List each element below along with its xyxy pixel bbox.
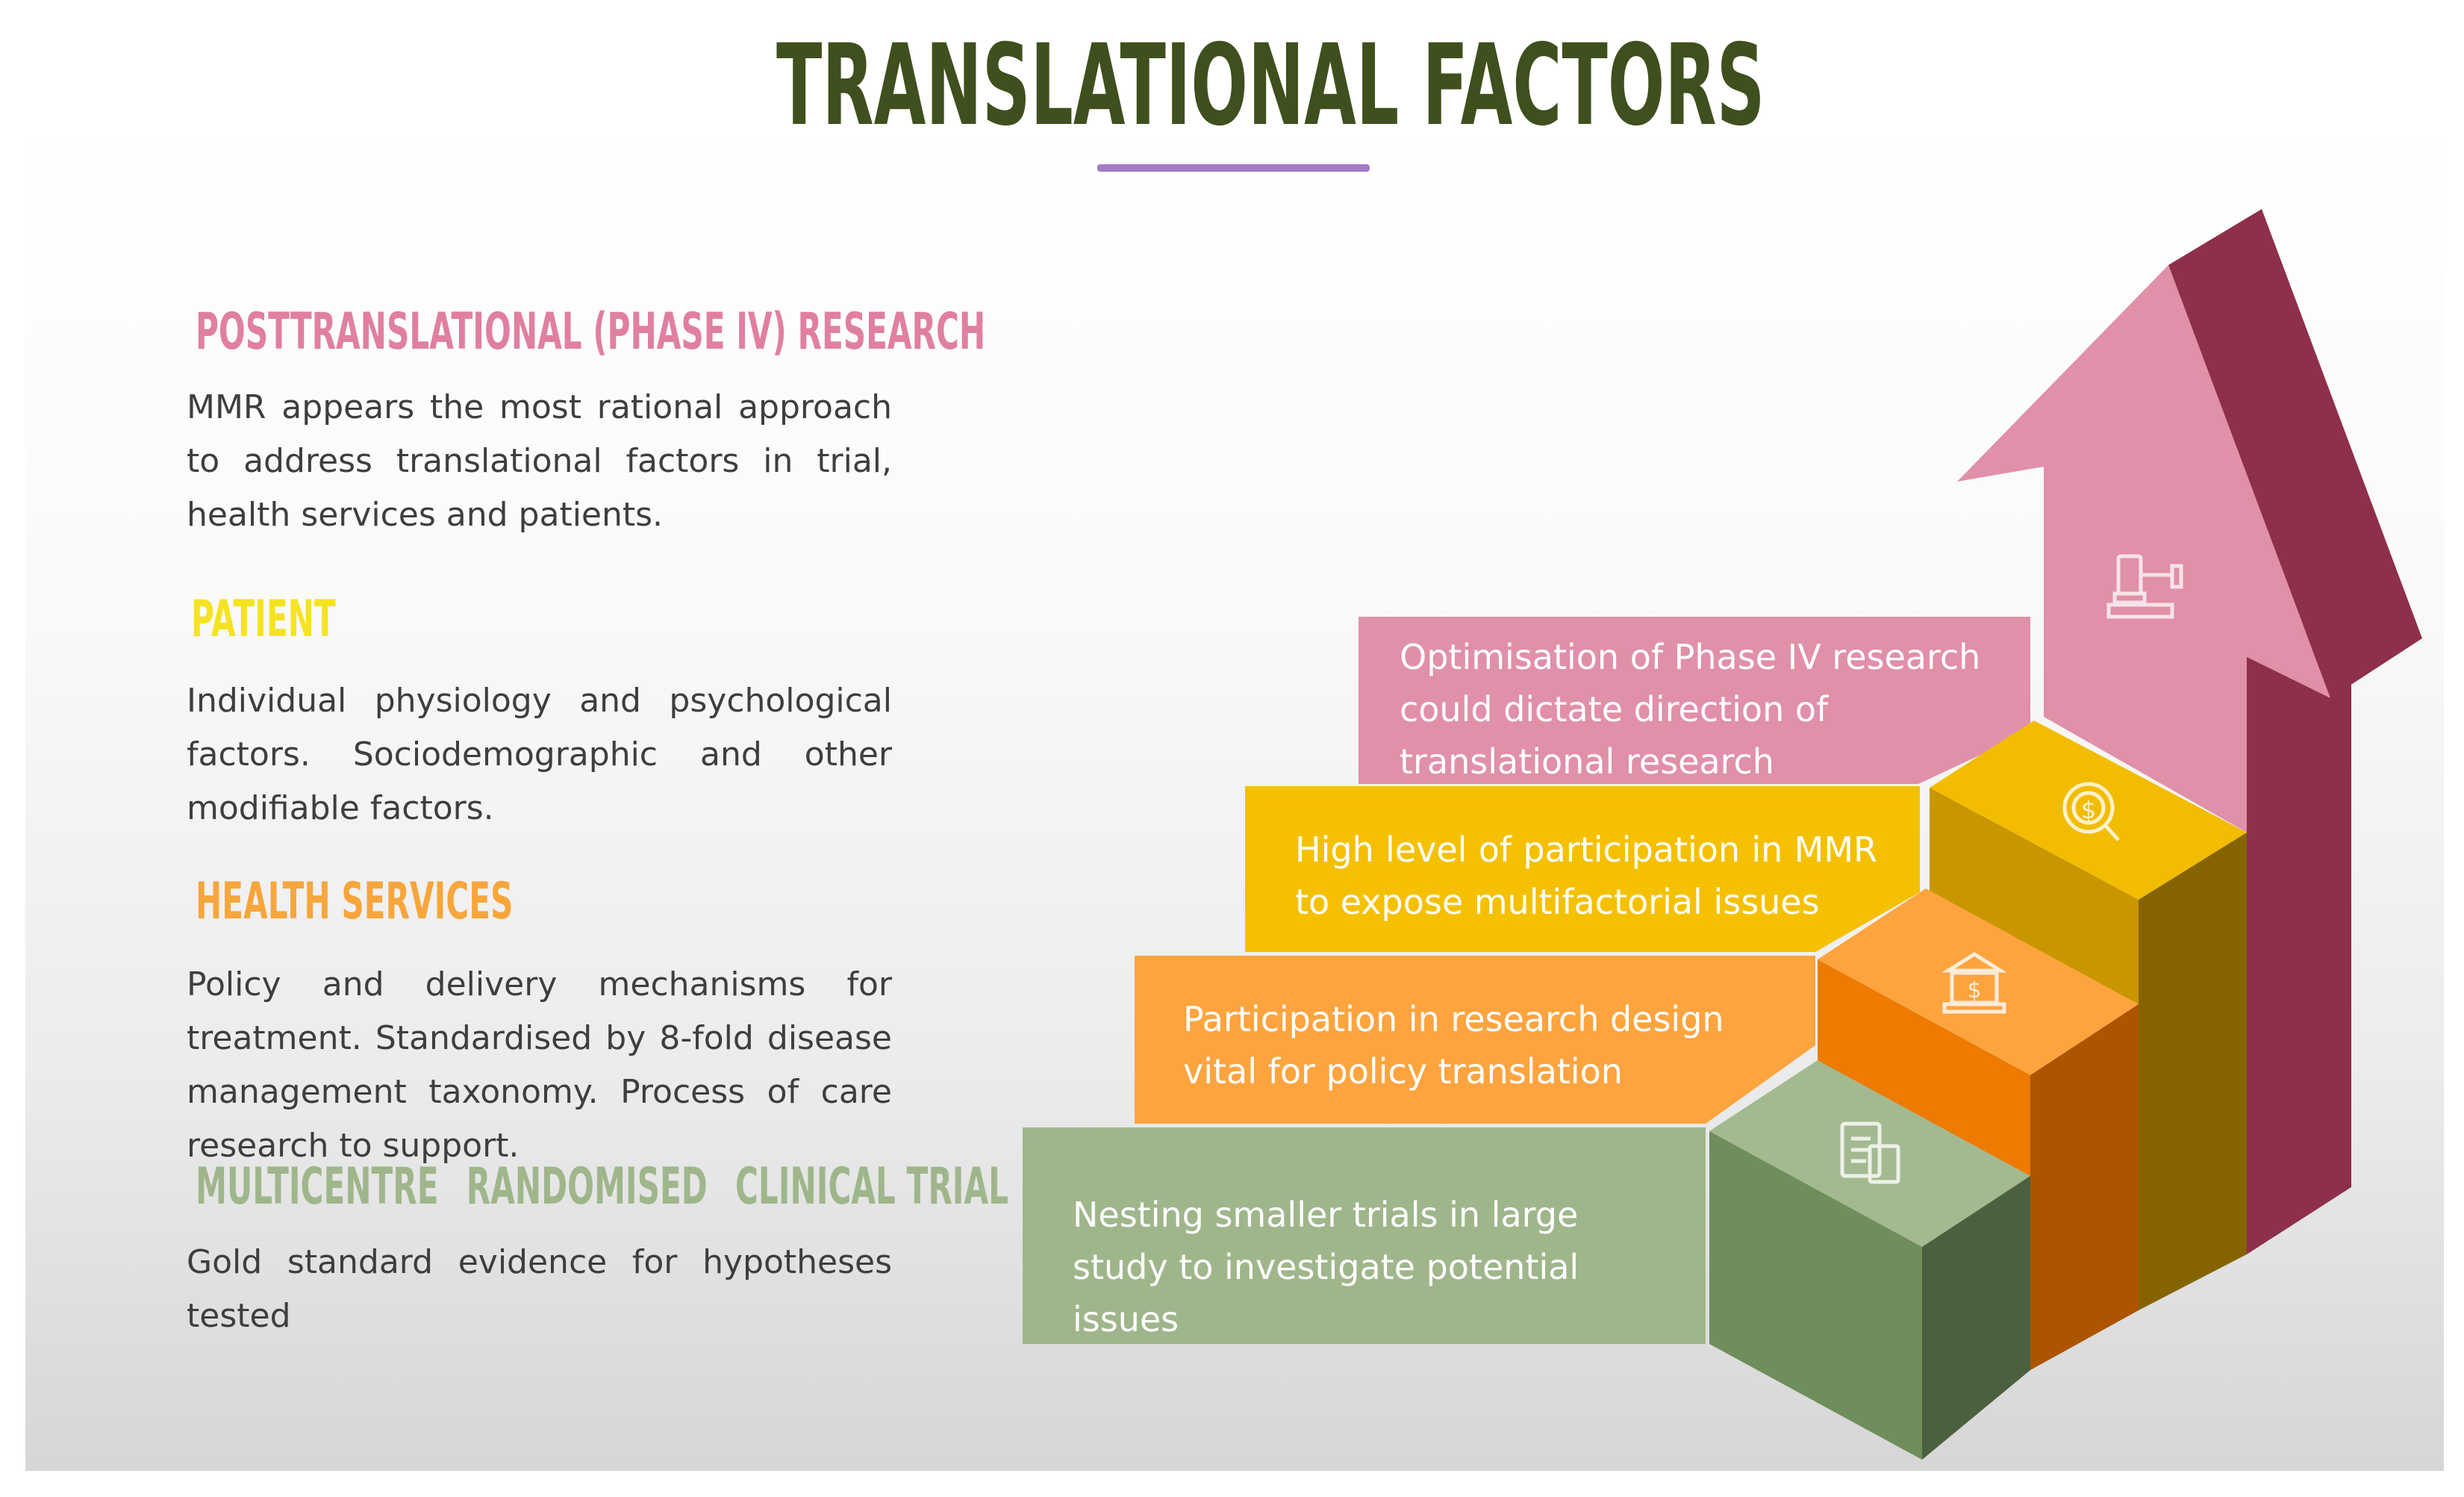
health-services-heading: HEALTH SERVICES xyxy=(196,872,514,931)
bank-icon: $ xyxy=(1941,952,2007,1014)
step-text-1: Nesting smaller trials in large study to… xyxy=(1073,1195,1579,1339)
step-bar-2 xyxy=(1135,956,1815,1124)
clipboard-calculator-icon xyxy=(1840,1121,1900,1184)
mrct-heading-word-2: RANDOMISED xyxy=(466,1157,708,1216)
health-services-body: Policy and delivery mechanisms for treat… xyxy=(187,965,892,1165)
arrow-shaft-side xyxy=(2247,612,2351,1254)
step-block-4-left xyxy=(1930,788,2139,1034)
step-bar-3 xyxy=(1245,786,1920,952)
step-text-2: Participation in research design vital f… xyxy=(1183,999,1724,1092)
step-block-2-right xyxy=(1922,1176,2030,1460)
patient-body: Individual physiology and psychological … xyxy=(187,682,892,827)
step-block-4-right xyxy=(2139,832,2247,1310)
step-bar-1 xyxy=(1023,1127,1706,1344)
mrct-body: Gold standard evidence for hypotheses te… xyxy=(187,1243,892,1335)
step-bar-4 xyxy=(1359,617,2030,784)
step-block-4-top xyxy=(1930,721,2247,900)
step-text-3: High level of participation in MMR to ex… xyxy=(1295,830,1877,922)
svg-text:$: $ xyxy=(1967,977,1981,1003)
patient-heading: PATIENT xyxy=(191,590,336,649)
dollar-gear-icon: $ xyxy=(2062,782,2120,841)
step-block-3-right xyxy=(2030,1004,2139,1370)
mrct-heading-word-1: MULTICENTRE xyxy=(196,1157,439,1216)
gavel-icon xyxy=(2106,554,2183,619)
posttranslational-body: MMR appears the most rational approach t… xyxy=(187,388,892,534)
step-block-3-top xyxy=(1818,888,2139,1075)
mrct-heading: MULTICENTRE RANDOMISED CLINICAL TRIAL xyxy=(196,1157,1008,1217)
posttranslational-heading: POSTTRANSLATIONAL (PHASE IV) RESEARCH xyxy=(196,302,986,361)
step-block-2-left xyxy=(1709,1131,1922,1460)
svg-text:$: $ xyxy=(2081,796,2096,824)
arrow-head-side xyxy=(2168,209,2422,698)
mrct-heading-word-3: CLINICAL TRIAL xyxy=(734,1157,1008,1216)
arrow-front xyxy=(1957,265,2330,832)
title-underline xyxy=(1097,164,1370,172)
step-text-4: Optimisation of Phase IV research could … xyxy=(1400,637,1981,782)
